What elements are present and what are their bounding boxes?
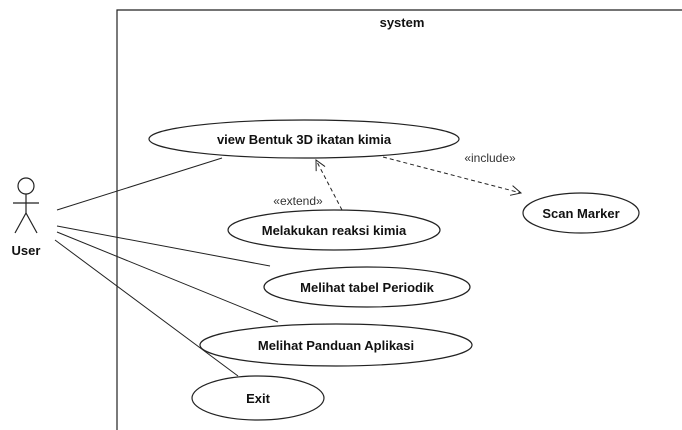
use-case-panduan-aplikasi[interactable]: Melihat Panduan Aplikasi — [199, 323, 473, 367]
actor-leg-right — [25, 212, 38, 234]
actor-head-icon — [17, 177, 35, 195]
extend-arrow — [316, 160, 343, 211]
use-case-scan-marker[interactable]: Scan Marker — [522, 192, 640, 234]
system-label: system — [380, 15, 425, 30]
use-case-label: Exit — [246, 391, 271, 406]
use-case-label: Melakukan reaksi kimia — [262, 223, 407, 238]
system-boundary: system — [116, 9, 682, 430]
include-label: «include» — [464, 151, 516, 165]
actor-leg-left — [14, 212, 27, 234]
actor-user: User — [12, 177, 41, 258]
use-case-reaksi[interactable]: Melakukan reaksi kimia — [227, 209, 441, 251]
actor-label: User — [12, 243, 41, 258]
include-arrow — [382, 156, 521, 193]
associations — [54, 157, 279, 377]
use-case-view3d[interactable]: view Bentuk 3D ikatan kimia — [148, 119, 460, 159]
use-case-exit[interactable]: Exit — [191, 375, 325, 421]
extend-label: «extend» — [273, 194, 323, 208]
use-case-label: Melihat Panduan Aplikasi — [258, 338, 414, 353]
use-case-label: view Bentuk 3D ikatan kimia — [217, 132, 392, 147]
use-case-tabel-periodik[interactable]: Melihat tabel Periodik — [263, 266, 471, 308]
association-panduan — [56, 231, 279, 323]
association-tabel — [56, 225, 271, 267]
dependencies: «include» «extend» — [273, 151, 521, 211]
association-exit — [54, 239, 239, 377]
use-case-label: Scan Marker — [542, 206, 619, 221]
association-view3d — [56, 157, 223, 211]
use-case-label: Melihat tabel Periodik — [300, 280, 434, 295]
